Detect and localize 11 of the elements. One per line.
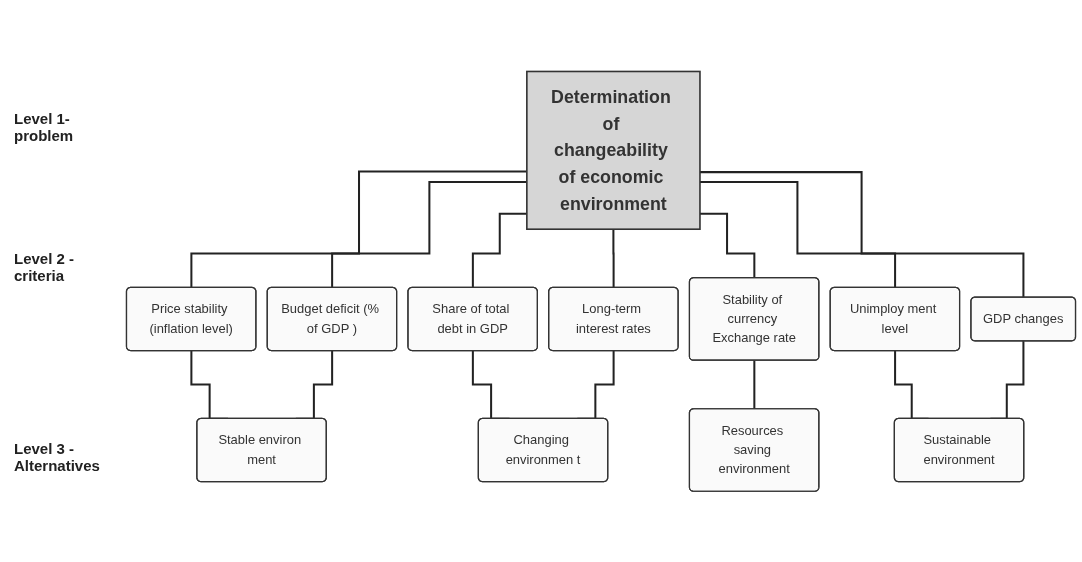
connector [753,359,756,410]
level-label: Level 2 - criteria [14,250,76,284]
connector [471,212,527,289]
connector [699,180,897,289]
level-label: Level 1- problem [14,110,75,144]
node-box: Determination of changeability of economic environment [526,70,701,230]
connector [331,180,527,289]
level-label: Level 3 - Alternatives [14,440,101,474]
connector [190,170,527,289]
connector [699,212,756,279]
connector [612,227,615,289]
